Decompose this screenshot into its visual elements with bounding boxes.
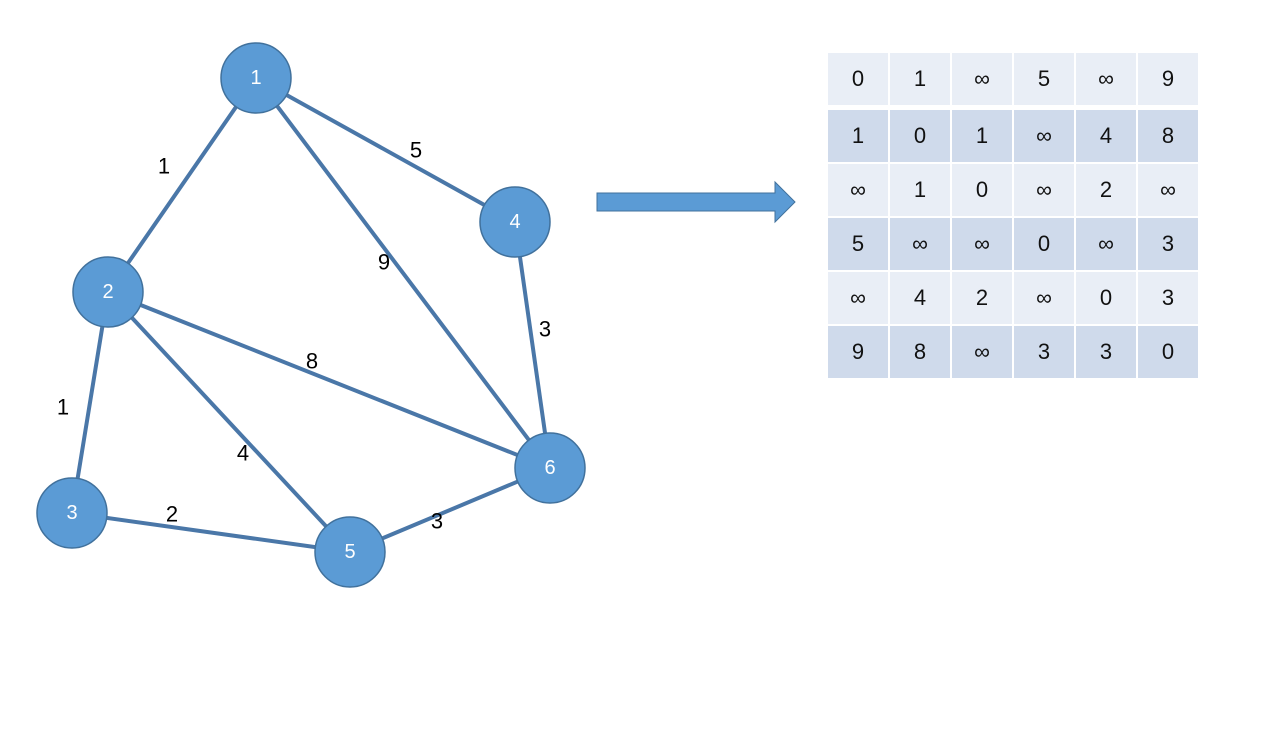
node-circle	[479, 186, 551, 258]
node-label: 5	[344, 541, 355, 563]
matrix-cell: ∞	[1076, 218, 1136, 270]
edge-4-6	[513, 220, 552, 470]
graph-nodes: 1 2 3 4 5 6	[36, 42, 586, 588]
matrix-cell: ∞	[1076, 53, 1136, 108]
edge-weight-1-6: 9	[378, 250, 390, 275]
matrix-cell: 0	[1014, 218, 1074, 270]
matrix-cell: 5	[1014, 53, 1074, 108]
node-circle	[514, 432, 586, 504]
edge-weight-4-6: 3	[539, 317, 551, 342]
node-2: 2	[72, 256, 144, 328]
matrix-cell: 3	[1076, 326, 1136, 378]
matrix-cell: 8	[890, 326, 950, 378]
edge-2-3	[70, 290, 110, 515]
matrix-cell: 1	[952, 110, 1012, 162]
matrix-cell: 0	[890, 110, 950, 162]
graph-edges	[70, 76, 552, 554]
edge-weight-2-5: 4	[237, 441, 249, 466]
matrix-cell: 9	[828, 326, 888, 378]
edge-weight-2-6: 8	[306, 349, 318, 374]
node-circle	[314, 516, 386, 588]
edge-weight-3-5: 2	[166, 502, 178, 527]
node-3: 3	[36, 477, 108, 549]
matrix-cell: 3	[1014, 326, 1074, 378]
matrix-cell: 4	[1076, 110, 1136, 162]
node-circle	[36, 477, 108, 549]
edge-weight-1-4: 5	[410, 138, 422, 163]
matrix-cell: ∞	[1014, 110, 1074, 162]
matrix-cell: 0	[952, 164, 1012, 216]
matrix-cell: 2	[952, 272, 1012, 324]
edge-1-6	[254, 76, 552, 470]
node-label: 1	[250, 67, 261, 89]
matrix-cell: 1	[890, 164, 950, 216]
matrix-cell: 1	[828, 110, 888, 162]
edge-2-5	[106, 290, 352, 554]
matrix-row: 5∞∞0∞3	[828, 218, 1198, 270]
matrix-cell: ∞	[952, 218, 1012, 270]
matrix-cell: ∞	[828, 164, 888, 216]
matrix-cell: 1	[890, 53, 950, 108]
matrix-cell: 2	[1076, 164, 1136, 216]
matrix-cell: 8	[1138, 110, 1198, 162]
matrix-cell: ∞	[1138, 164, 1198, 216]
matrix-cell: 3	[1138, 272, 1198, 324]
matrix-cell: 0	[828, 53, 888, 108]
matrix-cell: ∞	[890, 218, 950, 270]
matrix-cell: ∞	[1014, 272, 1074, 324]
edge-2-6	[106, 290, 552, 470]
matrix-cell: 4	[890, 272, 950, 324]
matrix-cell: ∞	[952, 53, 1012, 108]
node-circle	[220, 42, 292, 114]
matrix-cell: 9	[1138, 53, 1198, 108]
matrix-cell: ∞	[1014, 164, 1074, 216]
node-circle	[72, 256, 144, 328]
edge-weight-2-3: 1	[57, 395, 69, 420]
node-label: 3	[66, 502, 77, 524]
edge-1-4	[254, 76, 517, 224]
matrix-cell: ∞	[952, 326, 1012, 378]
matrix-cell: 0	[1138, 326, 1198, 378]
node-label: 2	[102, 281, 113, 303]
node-5: 5	[314, 516, 386, 588]
edge-weight-1-2: 1	[158, 154, 170, 179]
matrix-cell: ∞	[828, 272, 888, 324]
node-6: 6	[514, 432, 586, 504]
matrix-cell: 0	[1076, 272, 1136, 324]
node-label: 4	[509, 211, 520, 233]
node-label: 6	[544, 457, 555, 479]
matrix-cell: 3	[1138, 218, 1198, 270]
edge-3-5	[70, 511, 352, 554]
edge-5-6	[348, 466, 552, 554]
matrix-cell: 5	[828, 218, 888, 270]
right-arrow-icon	[596, 180, 796, 224]
edge-weight-5-6: 3	[431, 509, 443, 534]
node-4: 4	[479, 186, 551, 258]
edge-1-2	[106, 76, 258, 294]
node-1: 1	[220, 42, 292, 114]
